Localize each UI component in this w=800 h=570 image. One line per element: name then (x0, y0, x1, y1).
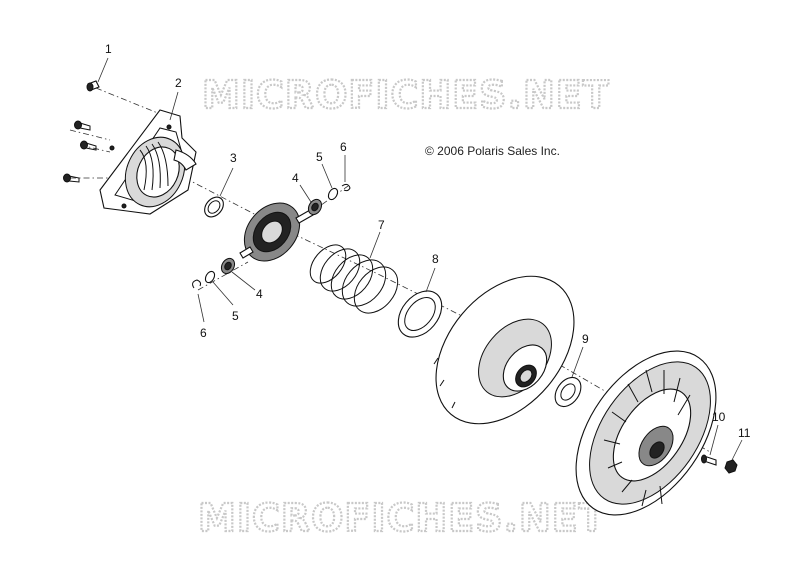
leader-4-upper (299, 184, 312, 203)
part-11-nut (724, 459, 738, 474)
callout-5-upper: 5 (316, 150, 323, 164)
part-3-ring (204, 196, 224, 218)
watermark-top: MICROFICHES.NET (202, 73, 610, 117)
part-7-spring (309, 244, 399, 314)
copyright-text: © 2006 Polaris Sales Inc. (425, 144, 560, 158)
part-2-cover (99, 109, 197, 215)
callout-6-upper: 6 (340, 140, 347, 154)
leader-3 (219, 167, 234, 197)
callout-5-lower: 5 (232, 309, 239, 323)
callout-7: 7 (378, 218, 385, 232)
callout-2: 2 (175, 76, 182, 90)
leader-8 (425, 267, 436, 293)
callout-9: 9 (582, 332, 589, 346)
part-8-ring (397, 290, 443, 338)
part-6-clip-upper (341, 183, 351, 192)
part-5-washer-upper (327, 187, 339, 201)
part-10-bolt (701, 454, 717, 466)
sheave-disc (433, 275, 575, 425)
axis-line-lower (197, 261, 249, 291)
callout-3: 3 (230, 151, 237, 165)
leader-5-lower (212, 281, 234, 306)
callout-4-upper: 4 (292, 171, 299, 185)
leader-2 (169, 91, 179, 121)
fixed-sheave (575, 350, 717, 516)
leader-4-lower (231, 271, 256, 291)
part-9-washer (554, 376, 582, 408)
leader-10 (709, 424, 719, 456)
part-4-bushing-upper (307, 198, 323, 216)
leader-1 (97, 57, 109, 83)
leader-5-upper (321, 163, 333, 189)
leader-11 (731, 439, 743, 461)
callout-1: 1 (105, 42, 112, 56)
part-6-clip-lower (192, 279, 202, 289)
callout-6-lower: 6 (200, 326, 207, 340)
callout-8: 8 (432, 252, 439, 266)
callout-10: 10 (712, 410, 726, 424)
screw-axis-lines (69, 129, 111, 179)
callout-4-lower: 4 (256, 287, 263, 301)
part-4-bushing-lower (220, 257, 236, 275)
callout-11: 11 (738, 426, 751, 440)
part-5-washer-lower (204, 270, 216, 284)
screw-left-2 (80, 140, 97, 151)
part-1-screw (86, 80, 100, 92)
center-hub (239, 202, 314, 262)
leader-7 (369, 231, 381, 259)
leader-6-lower (197, 293, 205, 323)
leader-9 (571, 346, 584, 378)
screw-left-1 (74, 120, 91, 131)
screw-left-3 (63, 173, 80, 183)
watermark-bottom: MICROFICHES.NET (198, 496, 606, 540)
